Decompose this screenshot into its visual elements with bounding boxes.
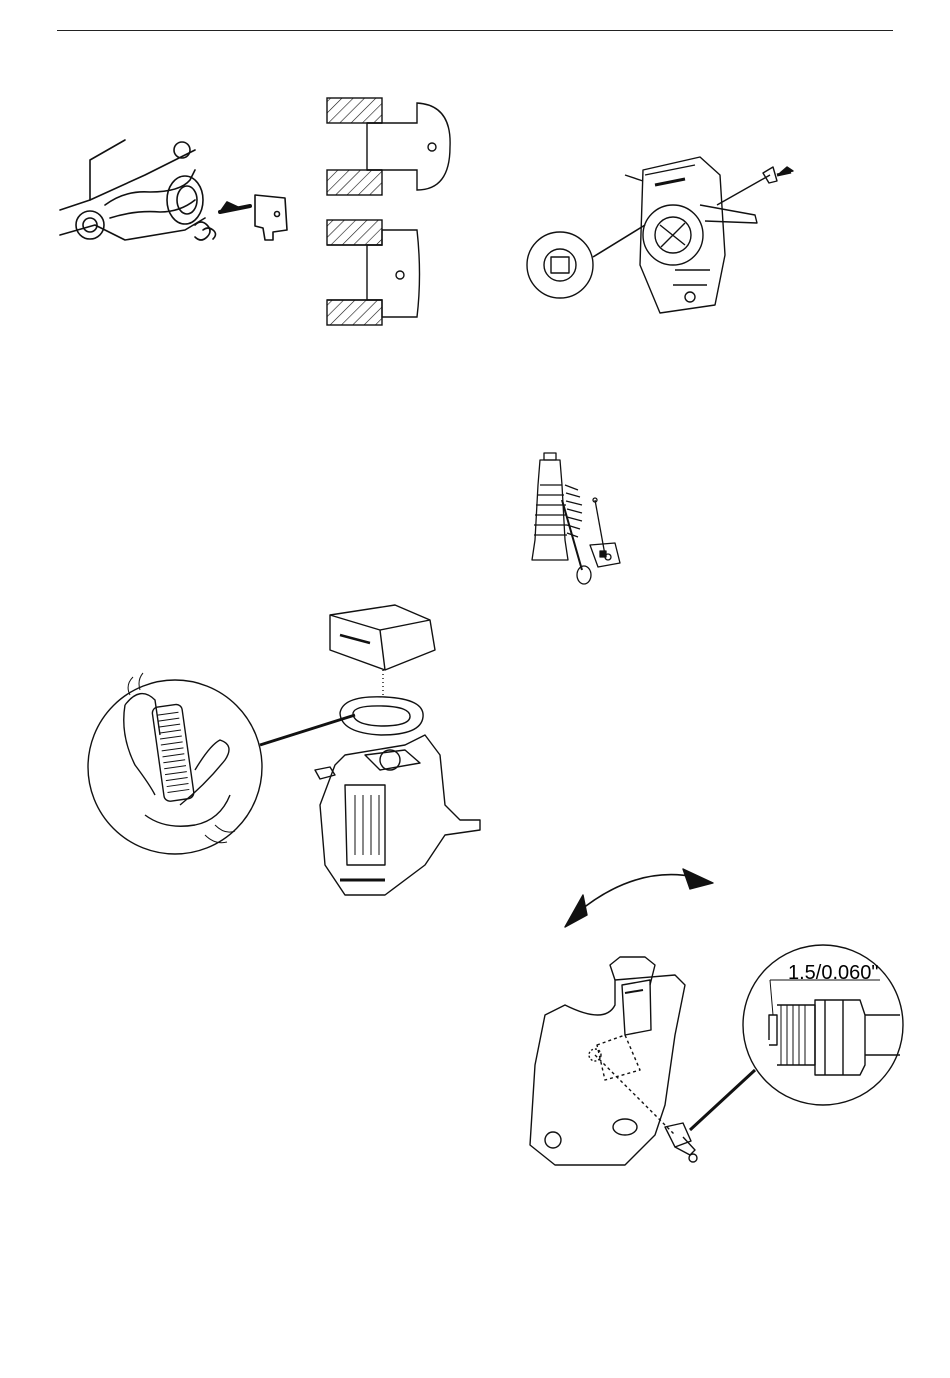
filter-insert-illustration: [55, 130, 305, 270]
plate-fit-cross-section-icon: [322, 95, 462, 335]
air-filter-illustration: [85, 595, 485, 900]
header-rule: [57, 30, 893, 31]
engine-starter-illustration: [525, 145, 815, 320]
air-filter-cleaning-icon: [85, 595, 485, 900]
cylinder-pin-illustration: [520, 445, 635, 595]
plate-fit-illustration: [322, 95, 462, 335]
engine-recoil-starter-icon: [525, 145, 815, 320]
cylinder-piston-pin-icon: [520, 445, 635, 595]
spark-plug-illustration: [525, 865, 920, 1170]
spark-plug-gap-label: 1.5/0.060": [788, 962, 879, 985]
filter-plate-insertion-icon: [55, 130, 305, 270]
spark-plug-gap-icon: [525, 865, 920, 1170]
